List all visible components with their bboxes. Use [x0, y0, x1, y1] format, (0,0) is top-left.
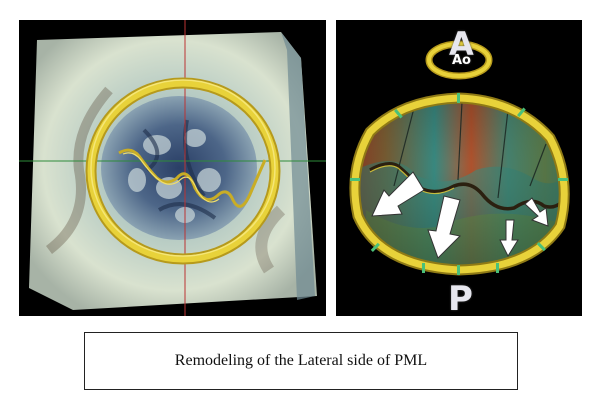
valve-schematic-panel: A Ao P [336, 20, 582, 316]
caption-text: Remodeling of the Lateral side of PML [174, 352, 428, 369]
figure-caption: Remodeling of the Lateral side of PML [84, 332, 518, 390]
label-aorta: Ao [452, 53, 471, 68]
label-posterior: P [448, 279, 473, 316]
label-anterior: A [449, 25, 474, 63]
echo-3d-view-panel [19, 20, 326, 316]
echo-3d-image [19, 20, 326, 316]
valve-schematic [336, 20, 582, 316]
arrow-icon [371, 171, 549, 259]
coaptation-curve [369, 162, 565, 211]
coaptation-line [118, 148, 267, 208]
